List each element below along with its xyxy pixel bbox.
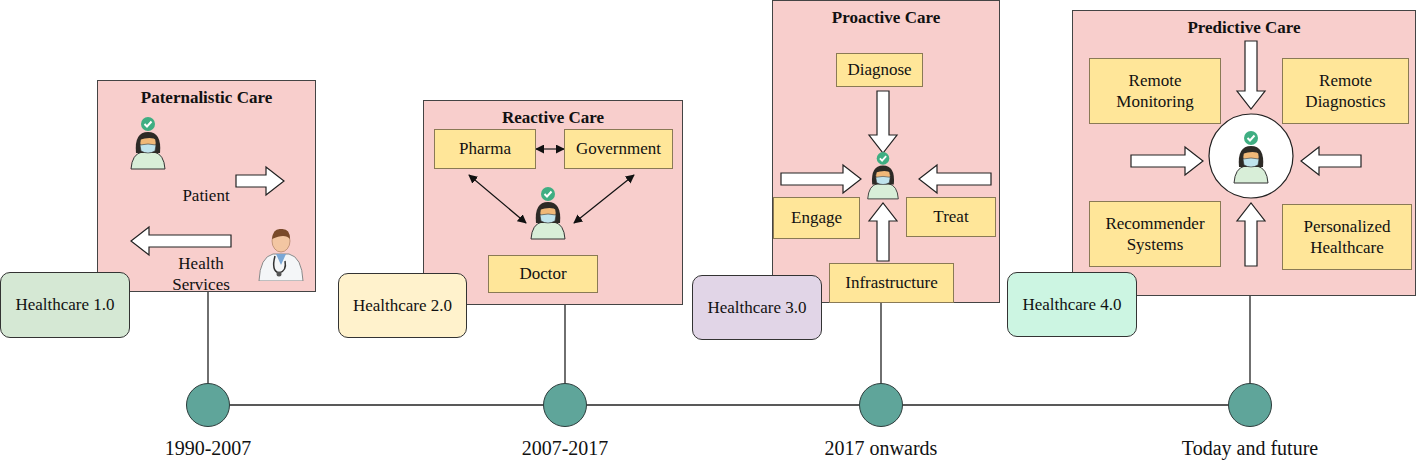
era-label: Healthcare 2.0 <box>338 273 467 338</box>
block-arrow <box>919 165 991 193</box>
box-label: Personalized Healthcare <box>1288 216 1406 259</box>
box-label: Pharma <box>459 138 511 159</box>
block-arrow <box>781 165 861 193</box>
era-label: Healthcare 3.0 <box>692 275 822 340</box>
care-box: Infrastructure <box>829 263 954 303</box>
era-name: Healthcare 4.0 <box>1022 294 1121 315</box>
timeline-line <box>880 303 881 383</box>
patient-icon <box>531 187 565 239</box>
panel-heading: Reactive Care <box>424 107 682 128</box>
panel-heading: Paternalistic Care <box>98 87 315 108</box>
block-arrow <box>869 203 897 261</box>
era-label: Healthcare 1.0 <box>0 272 130 338</box>
block-arrow <box>236 167 284 195</box>
period-label: 2007-2017 <box>522 436 609 461</box>
proactive-illustration <box>773 1 1001 304</box>
care-box: Pharma <box>434 129 536 169</box>
box-label: Diagnose <box>847 59 911 80</box>
arrow-label: Patient <box>164 185 248 206</box>
care-box: Personalized Healthcare <box>1282 204 1412 270</box>
era-name: Healthcare 3.0 <box>707 297 806 318</box>
block-arrow <box>1131 147 1203 175</box>
timeline-line <box>207 292 208 383</box>
timeline-dot: 2017 onwards <box>859 383 903 427</box>
panel-heading: Predictive Care <box>1073 17 1415 38</box>
care-panel: Predictive CareRemote Monitoring Remote D… <box>1072 10 1416 296</box>
patient-icon <box>1234 131 1268 183</box>
box-label: Infrastructure <box>845 272 938 293</box>
care-box: Doctor <box>488 255 598 293</box>
box-label: Remote Monitoring <box>1095 70 1215 113</box>
timeline-dot: Today and future <box>1228 383 1272 427</box>
box-label: Engage <box>791 207 842 228</box>
box-label: Doctor <box>519 263 566 284</box>
box-label: Government <box>576 138 661 159</box>
box-label: Recommender Systems <box>1095 213 1215 256</box>
care-box: Diagnose <box>836 53 923 87</box>
care-box: Remote Diagnostics <box>1282 58 1409 124</box>
box-label: Treat <box>933 206 968 227</box>
timeline-dot: 2007-2017 <box>543 383 587 427</box>
relation-arrow <box>536 148 564 149</box>
patient-ring <box>1209 114 1293 198</box>
era-name: Healthcare 2.0 <box>353 295 452 316</box>
care-box: Remote Monitoring <box>1089 58 1221 124</box>
timeline-line <box>230 404 543 405</box>
care-panel: Proactive CareDiagnoseEngage TreatInfrast… <box>772 0 1000 303</box>
block-arrow <box>1301 147 1361 175</box>
period-label: Today and future <box>1182 436 1318 461</box>
timeline-line <box>1249 296 1250 383</box>
doctor-icon <box>259 229 303 281</box>
double-arrow <box>574 175 634 223</box>
timeline-line <box>587 404 859 405</box>
care-box: Treat <box>906 197 996 237</box>
timeline-line <box>564 305 565 383</box>
care-box: Government <box>564 129 673 169</box>
block-arrow <box>1237 203 1265 266</box>
care-box: Engage <box>773 197 860 239</box>
block-arrow <box>869 91 897 153</box>
arrow-label: Health Services <box>156 253 246 296</box>
patient-icon <box>131 117 165 169</box>
double-arrow <box>469 175 526 223</box>
timeline-line <box>903 404 1228 405</box>
panel-heading: Proactive Care <box>773 7 999 28</box>
block-arrow <box>1237 41 1265 109</box>
era-name: Healthcare 1.0 <box>15 294 114 315</box>
period-label: 1990-2007 <box>165 436 252 461</box>
care-box: Recommender Systems <box>1089 201 1221 267</box>
block-arrow <box>131 227 231 255</box>
box-label: Remote Diagnostics <box>1288 70 1403 113</box>
patient-icon <box>868 152 899 199</box>
era-label: Healthcare 4.0 <box>1007 272 1137 337</box>
care-panel: Paternalistic CarePatientHealth Services <box>97 80 316 292</box>
period-label: 2017 onwards <box>825 436 938 461</box>
timeline-dot: 1990-2007 <box>186 383 230 427</box>
